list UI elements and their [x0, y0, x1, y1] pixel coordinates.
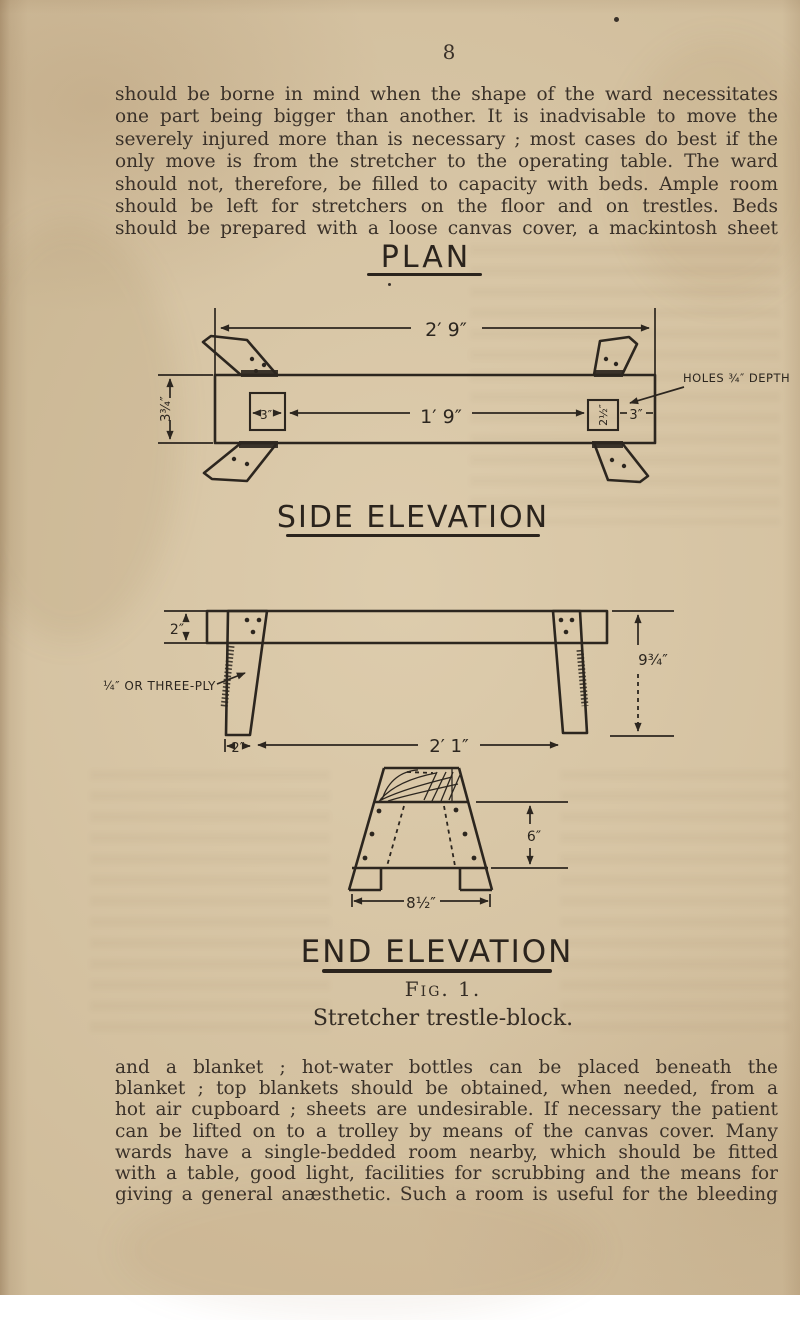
side-plank	[205, 609, 609, 645]
plan-heading: PLAN	[380, 240, 472, 275]
side-height-dim: 9¾″	[638, 651, 668, 669]
side-foot-dim: 2″	[231, 741, 244, 756]
text-line: should be borne in mind when the shape o…	[115, 84, 778, 105]
text-line: should not, therefore, be filled to capa…	[115, 173, 778, 195]
paragraph-bottom: and a blanket ; hot-water bottles can be…	[115, 1057, 778, 1205]
end-elevation-heading: END ELEVATION	[300, 934, 574, 970]
plan-leg-top-left	[201, 334, 279, 377]
paragraph-top: should be borne in mind when the shape o…	[115, 84, 778, 241]
figure-caption: Stretcher trestle-block.	[312, 1006, 574, 1031]
side-elevation-heading: SIDE ELEVATION	[276, 500, 550, 535]
end-elevation-underline	[322, 969, 552, 973]
plan-drawing: 2′ 9″ 3¾″ 3″ 1′ 9″	[158, 308, 790, 484]
plan-leg-bottom-right	[592, 441, 650, 484]
side-ply-note: ¼″ OR THREE-PLY	[103, 679, 216, 693]
side-leg-right	[551, 609, 589, 735]
text-line: with a table, good light, facilities for…	[115, 1162, 778, 1184]
ink-speck	[388, 283, 391, 286]
plan-hole-left	[248, 391, 287, 432]
text-line: only move is from the stretcher to the o…	[115, 151, 778, 173]
end-base-dim: 8½″	[406, 894, 436, 912]
text-line: hot air cupboard ; sheets are undesirabl…	[115, 1099, 778, 1121]
plan-hole-right	[586, 398, 620, 432]
text-line: blanket ; top blankets should be obtaine…	[115, 1078, 778, 1100]
side-elevation-drawing: 2″ ¼″ OR THREE-PLY 9¾″ 2″ 2′ 1″	[103, 609, 674, 757]
side-between-feet-dim: 2′ 1″	[429, 736, 469, 757]
plan-overall-dim: 2′ 9″	[425, 319, 467, 341]
end-elevation-drawing: 6″ 8½″	[347, 766, 568, 912]
text-line: one part being bigger than another. It i…	[115, 106, 778, 128]
text-line: wards have a single-bedded room nearby, …	[115, 1141, 778, 1163]
text-line: giving a general anæsthetic. Such a room…	[115, 1184, 778, 1206]
end-depth-dim: 6″	[527, 829, 541, 845]
side-elevation-underline	[286, 534, 540, 537]
plan-leg-bottom-left	[202, 441, 279, 483]
plan-holes-note: HOLES ¾″ DEPTH	[683, 371, 790, 385]
side-leg-left	[224, 609, 269, 737]
text-line: should be prepared with a loose canvas c…	[115, 218, 778, 240]
page-number: 8	[442, 40, 456, 64]
plan-leg-top-right	[592, 335, 639, 377]
plan-hole-right-dim: 2½″	[597, 404, 610, 426]
plan-heading-underline	[367, 273, 482, 276]
text-line: severely injured more than is necessary …	[115, 128, 778, 150]
text-line: and a blanket ; hot-water bottles can be…	[115, 1057, 778, 1078]
text-line: can be lifted on to a trolley by means o…	[115, 1120, 778, 1142]
figure-label: Fig. 1.	[404, 977, 482, 1001]
text-line: should be left for stretchers on the flo…	[115, 195, 778, 217]
showthrough-text	[560, 770, 790, 1040]
side-plank-thickness-dim: 2″	[170, 622, 184, 638]
plan-between-holes-dim: 1′ 9″	[420, 406, 462, 428]
plan-hole-to-end-dim: 3″	[629, 408, 642, 423]
ink-speck	[614, 17, 619, 22]
plan-bar-width-dim: 3¾″	[159, 396, 174, 422]
plan-hole-left-dim: 3″	[260, 408, 273, 422]
